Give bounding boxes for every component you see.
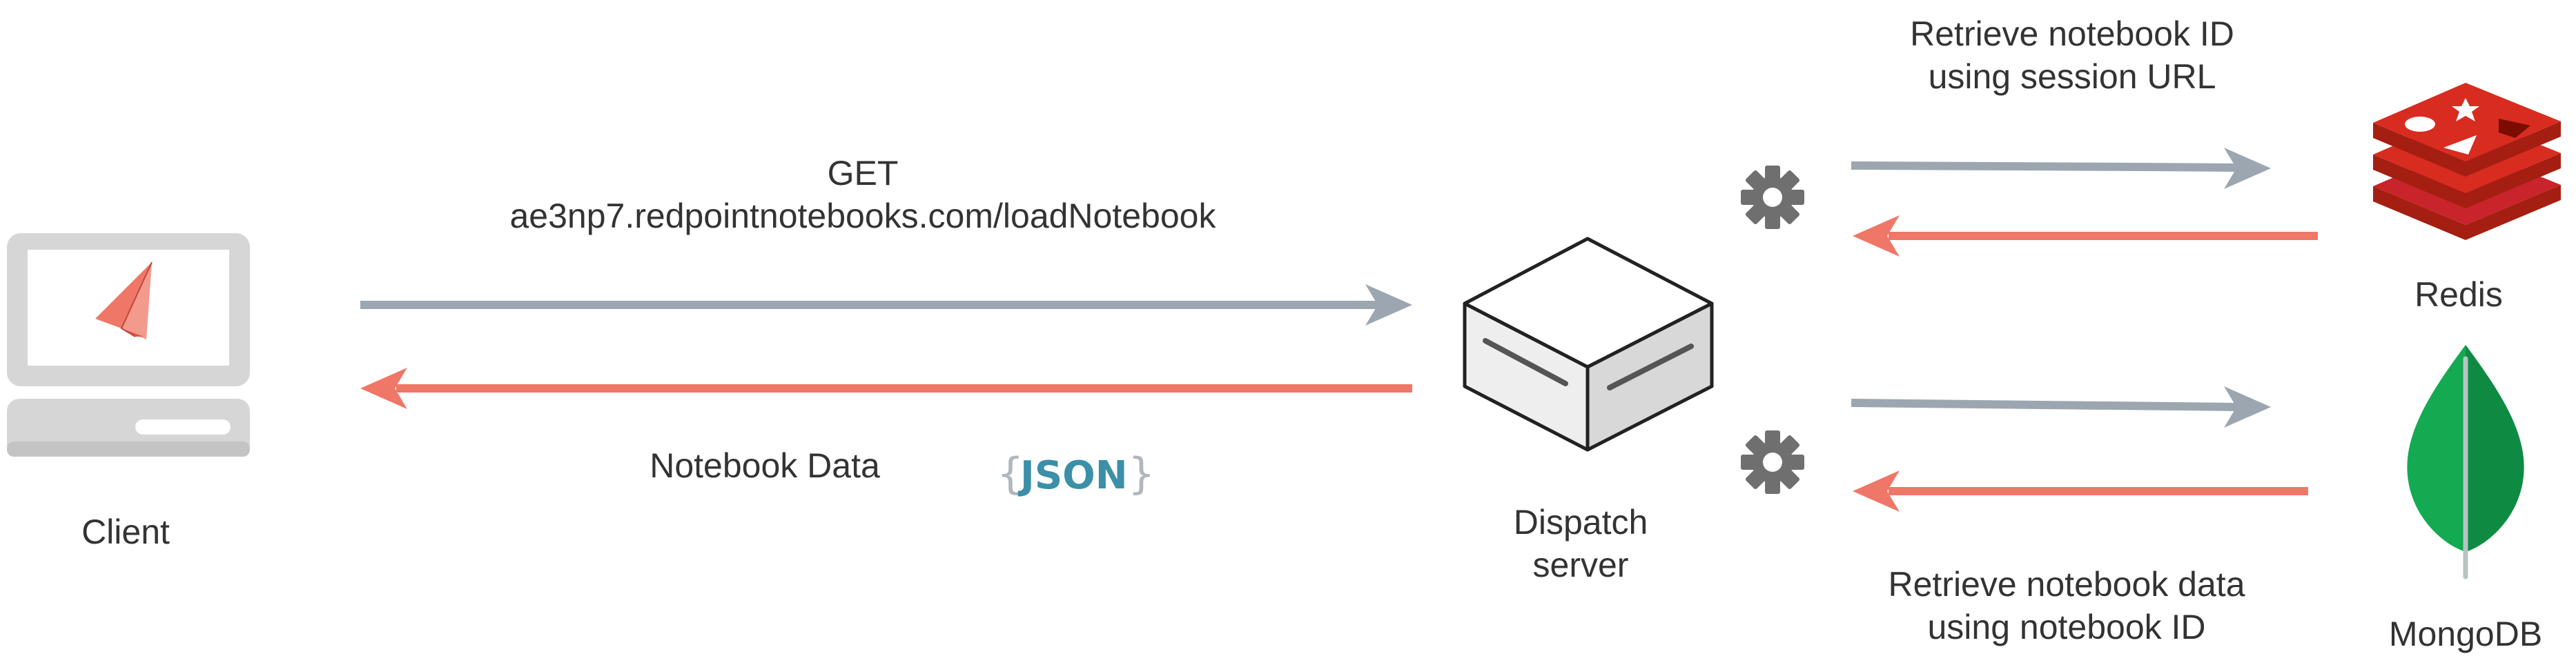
mongo-query-label-line2: using notebook ID <box>1927 608 2205 646</box>
redis-request-arrow <box>1851 148 2271 189</box>
redis-label: Redis <box>2414 275 2503 314</box>
json-badge: { JSON } <box>997 448 1155 499</box>
request-arrow <box>360 284 1412 326</box>
laptop-icon <box>7 233 250 457</box>
request-label-url: ae3np7.redpointnotebooks.com/loadNoteboo… <box>510 197 1217 235</box>
server-box-icon <box>1463 237 1714 452</box>
redis-logo-icon <box>2373 83 2561 240</box>
json-open-brace: { <box>997 448 1024 499</box>
redis-query-label-line1: Retrieve notebook ID <box>1910 14 2234 53</box>
redis-query-label-line2: using session URL <box>1929 57 2216 96</box>
client-label: Client <box>81 513 170 551</box>
gear-icon <box>1741 430 1804 494</box>
gear-icon <box>1741 166 1804 229</box>
mongo-request-arrow <box>1851 386 2271 428</box>
dispatch-label-line2: server <box>1533 546 1629 584</box>
mongodb-leaf-icon <box>2407 345 2524 579</box>
mongo-query-label-line1: Retrieve notebook data <box>1888 565 2245 604</box>
dispatch-label-line1: Dispatch <box>1514 503 1648 542</box>
response-arrow <box>360 368 1412 409</box>
mongodb-label: MongoDB <box>2389 615 2542 653</box>
json-close-brace: } <box>1128 448 1155 499</box>
response-label: Notebook Data <box>650 446 880 485</box>
request-label-method: GET <box>828 154 899 192</box>
redis-response-arrow <box>1853 215 2318 257</box>
paper-plane-icon <box>95 261 153 339</box>
mongo-response-arrow <box>1853 470 2308 512</box>
json-word: JSON <box>1017 453 1128 498</box>
